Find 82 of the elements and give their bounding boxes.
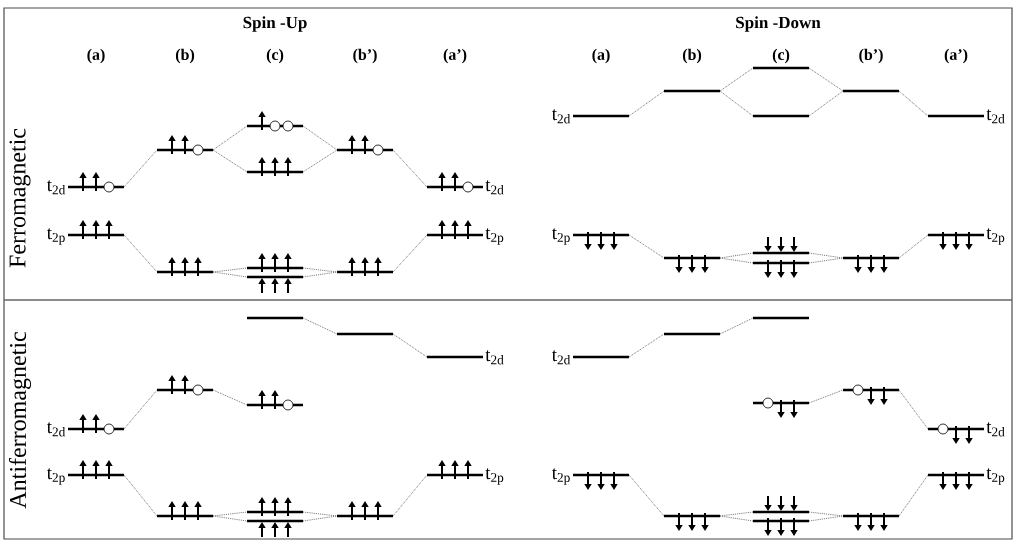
connector-line <box>212 389 248 406</box>
connector-line <box>302 267 338 273</box>
level-label: t$_{2d}$ <box>551 350 571 365</box>
connector-line <box>123 234 158 273</box>
connector-line <box>808 515 844 522</box>
connector-line <box>808 252 844 259</box>
connector-line <box>719 511 754 517</box>
connector-line <box>628 234 665 259</box>
connector-line <box>212 511 248 517</box>
connector-line <box>719 252 754 259</box>
level-label: t$_{2p}$ <box>485 468 504 485</box>
level-label: t$_{2p}$ <box>551 468 570 485</box>
connector-line <box>808 389 844 404</box>
energy-level-bar <box>753 66 809 70</box>
level-label: t$_{2d}$ <box>485 350 504 365</box>
panel-heading: Spin -Up <box>243 16 307 32</box>
connector-line <box>719 515 754 522</box>
connector-line <box>898 474 929 517</box>
connector-line <box>898 90 929 117</box>
connector-line <box>719 317 754 335</box>
level-label: t$_{2p}$ <box>551 228 570 245</box>
energy-level-bar <box>337 332 393 336</box>
level-label: t$_{2d}$ <box>986 109 1005 124</box>
connector-line <box>212 271 248 278</box>
level-label: t$_{2p}$ <box>986 468 1005 485</box>
energy-level-bar <box>843 89 899 93</box>
connector-line <box>212 149 248 173</box>
column-label: (b’) <box>859 48 883 64</box>
level-label: t$_{2p}$ <box>986 228 1005 245</box>
connector-line <box>392 474 428 517</box>
column-label: (b) <box>682 48 702 64</box>
level-label: t$_{2p}$ <box>485 228 504 245</box>
connector-line <box>628 90 665 117</box>
level-label: t$_{2d}$ <box>986 422 1005 437</box>
row-label: Antiferromagnetic <box>8 332 32 509</box>
column-label: (a) <box>592 48 610 64</box>
connector-line <box>392 333 428 358</box>
connector-line <box>808 257 844 264</box>
connector-line <box>302 271 338 278</box>
connector-line <box>302 511 338 517</box>
level-label: t$_{2p}$ <box>46 468 65 485</box>
connector-line <box>719 67 754 92</box>
connector-line <box>808 511 844 517</box>
energy-level-bar <box>664 332 720 336</box>
column-label: (b) <box>175 48 195 64</box>
connector-line <box>302 125 338 151</box>
connector-line <box>898 389 929 430</box>
energy-level-bar <box>664 89 720 93</box>
connector-line <box>302 515 338 522</box>
column-label: (a) <box>87 48 105 64</box>
connector-line <box>808 90 844 117</box>
energy-level-bar <box>753 114 809 118</box>
connector-line <box>719 257 754 264</box>
panel-heading: Spin -Down <box>736 16 821 32</box>
connector-line <box>212 267 248 273</box>
column-label: (a’) <box>443 48 467 64</box>
connector-line <box>302 317 338 335</box>
level-label: t$_{2d}$ <box>46 422 66 437</box>
column-label: (c) <box>266 48 284 64</box>
connector-line <box>212 125 248 151</box>
connector-line <box>302 149 338 173</box>
connector-line <box>212 515 248 522</box>
column-label: (b’) <box>353 48 377 64</box>
connector-line <box>392 234 428 273</box>
level-label: t$_{2d}$ <box>46 180 66 195</box>
connector-line <box>123 474 158 517</box>
column-label: (c) <box>772 48 790 64</box>
level-label: t$_{2d}$ <box>551 109 571 124</box>
level-label: t$_{2d}$ <box>485 180 504 195</box>
row-label: Ferromagnetic <box>9 128 31 268</box>
connector-line <box>808 67 844 92</box>
column-label: (a’) <box>944 48 968 64</box>
connector-line <box>123 149 158 188</box>
connector-line <box>719 90 754 117</box>
connector-line <box>898 234 929 259</box>
connector-line <box>628 474 665 517</box>
energy-level-bar <box>247 316 303 320</box>
energy-level-bar <box>753 316 809 320</box>
connector-line <box>392 149 428 188</box>
connector-line <box>123 389 158 430</box>
level-label: t$_{2p}$ <box>46 228 65 245</box>
connector-line <box>628 333 665 358</box>
